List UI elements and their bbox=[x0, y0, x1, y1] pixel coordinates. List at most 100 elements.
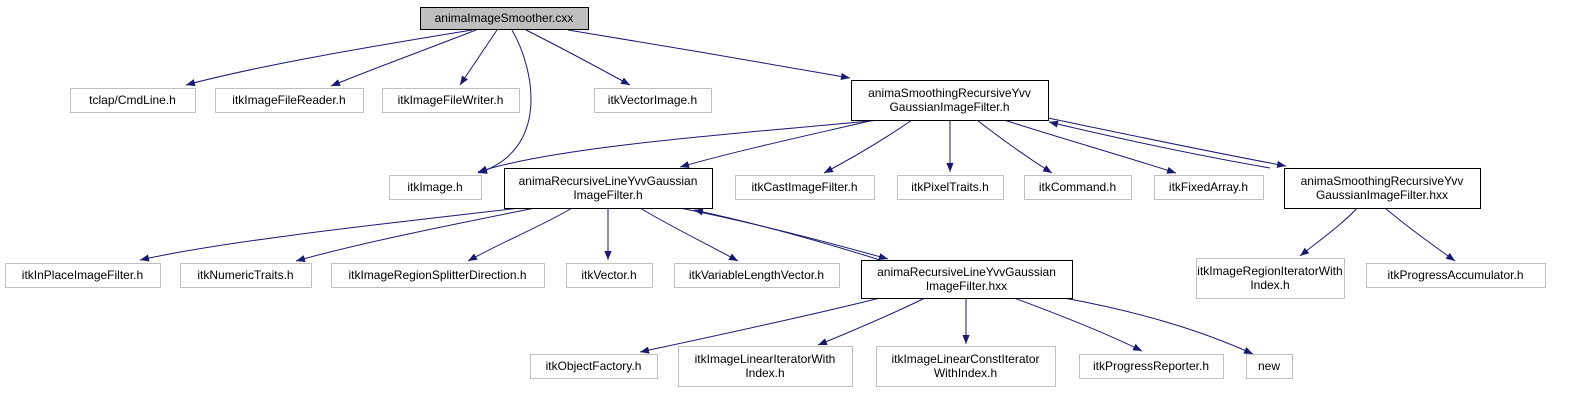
node-label: animaImageSmoother.cxx bbox=[435, 11, 574, 25]
node-new: new bbox=[1246, 354, 1293, 379]
edge-smooth_h-to-smooth_hxx bbox=[1047, 117, 1287, 168]
edges bbox=[139, 29, 1456, 355]
edge-line_h-to-varlen bbox=[639, 207, 739, 262]
node-box bbox=[674, 263, 840, 288]
node-label: animaRecursiveLineYvvGaussian bbox=[519, 174, 698, 188]
node-box bbox=[594, 88, 712, 113]
node-label: Index.h bbox=[1250, 278, 1289, 292]
node-writer: itkImageFileWriter.h bbox=[382, 88, 520, 113]
edge-smooth_hxx-to-regioniter bbox=[1299, 207, 1358, 257]
node-box bbox=[1154, 175, 1264, 200]
node-label: itkVectorImage.h bbox=[608, 93, 697, 107]
node-label: GaussianImageFilter.hxx bbox=[1316, 188, 1448, 202]
edge-root-to-writer bbox=[459, 29, 498, 86]
node-label: ImageFilter.h bbox=[573, 188, 642, 202]
edge-line_h-to-numtraits bbox=[295, 207, 536, 263]
edge-smooth_h-to-line_h bbox=[679, 119, 875, 169]
node-box bbox=[861, 260, 1073, 299]
node-box bbox=[1246, 354, 1293, 379]
edge-line_h-to-splitter bbox=[467, 207, 573, 262]
node-label: itkImageLinearIteratorWith bbox=[695, 352, 836, 366]
node-label: itkImageRegionSplitterDirection.h bbox=[348, 268, 526, 282]
node-box bbox=[382, 88, 520, 113]
node-box bbox=[5, 263, 161, 288]
node-pixtraits: itkPixelTraits.h bbox=[897, 175, 1004, 200]
edge-smooth_hxx-to-progacc bbox=[1384, 207, 1456, 262]
edge-smooth_h-to-cast bbox=[823, 119, 913, 174]
node-box bbox=[566, 263, 653, 288]
node-box bbox=[70, 88, 196, 113]
node-label: itkObjectFactory.h bbox=[546, 359, 642, 373]
edge-smooth_h-to-image bbox=[477, 119, 881, 173]
node-box bbox=[530, 354, 658, 379]
node-image: itkImage.h bbox=[389, 175, 482, 200]
node-box bbox=[678, 346, 853, 387]
node-box bbox=[1284, 168, 1481, 209]
edge-line_hxx-to-progrep bbox=[1013, 297, 1143, 352]
node-box bbox=[1196, 258, 1345, 299]
node-label: itkImageRegionIteratorWith bbox=[1197, 264, 1342, 278]
node-box bbox=[389, 175, 482, 200]
node-box bbox=[897, 175, 1004, 200]
node-progacc: itkProgressAccumulator.h bbox=[1366, 263, 1546, 288]
node-box bbox=[504, 168, 713, 209]
node-box bbox=[735, 175, 875, 200]
node-box bbox=[876, 346, 1056, 387]
node-vector: itkVector.h bbox=[566, 263, 653, 288]
node-label: itkProgressAccumulator.h bbox=[1387, 268, 1523, 282]
node-vecimg: itkVectorImage.h bbox=[594, 88, 712, 113]
node-box bbox=[331, 263, 545, 288]
node-smooth_hxx[interactable]: animaSmoothingRecursiveYvvGaussianImageF… bbox=[1284, 168, 1481, 209]
edge-line_hxx-to-new bbox=[1063, 297, 1254, 355]
node-line_hxx[interactable]: animaRecursiveLineYvvGaussianImageFilter… bbox=[861, 260, 1073, 299]
node-line_h[interactable]: animaRecursiveLineYvvGaussianImageFilter… bbox=[504, 168, 713, 209]
edge-root-to-vecimg bbox=[525, 29, 631, 86]
node-box bbox=[180, 263, 312, 288]
node-label: new bbox=[1258, 359, 1280, 373]
node-label: ImageFilter.hxx bbox=[926, 279, 1007, 293]
node-reader: itkImageFileReader.h bbox=[215, 88, 364, 113]
node-progrep: itkProgressReporter.h bbox=[1079, 354, 1224, 379]
node-label: itkCastImageFilter.h bbox=[751, 180, 857, 194]
node-box bbox=[1366, 263, 1546, 288]
node-label: itkPixelTraits.h bbox=[911, 180, 989, 194]
edge-smooth_h-to-command bbox=[976, 119, 1053, 174]
node-box bbox=[215, 88, 364, 113]
node-box bbox=[1024, 175, 1132, 200]
edge-root-to-reader bbox=[330, 29, 477, 87]
edge-line_hxx-to-lineariter bbox=[817, 297, 926, 346]
node-label: itkInPlaceImageFilter.h bbox=[22, 268, 143, 282]
edge-smooth_h-to-fixedarr bbox=[1003, 119, 1177, 174]
node-label: animaSmoothingRecursiveYvv bbox=[1301, 174, 1464, 188]
node-box bbox=[851, 80, 1049, 121]
node-label: itkImage.h bbox=[407, 180, 462, 194]
node-label: itkImageFileWriter.h bbox=[398, 93, 504, 107]
node-label: itkNumericTraits.h bbox=[197, 268, 293, 282]
node-label: animaRecursiveLineYvvGaussian bbox=[877, 265, 1056, 279]
edge-smooth_hxx-to-smooth_h bbox=[1048, 120, 1271, 169]
edge-line_hxx-to-line_h bbox=[693, 208, 881, 261]
node-inplace: itkInPlaceImageFilter.h bbox=[5, 263, 161, 288]
node-root[interactable]: animaImageSmoother.cxx bbox=[420, 7, 589, 30]
node-label: itkProgressReporter.h bbox=[1093, 359, 1209, 373]
node-box bbox=[420, 7, 589, 30]
node-label: itkImageFileReader.h bbox=[232, 93, 345, 107]
edge-line_h-to-inplace bbox=[139, 207, 521, 262]
edge-root-to-smooth_h bbox=[567, 29, 851, 80]
node-label: WithIndex.h bbox=[934, 366, 997, 380]
node-label: itkCommand.h bbox=[1039, 180, 1116, 194]
edge-root-to-cmdline bbox=[185, 29, 473, 87]
node-objfactory: itkObjectFactory.h bbox=[530, 354, 658, 379]
edge-root-to-image bbox=[477, 29, 532, 174]
node-label: itkFixedArray.h bbox=[1169, 180, 1248, 194]
edge-line_hxx-to-objfactory bbox=[639, 297, 881, 354]
node-label: itkVariableLengthVector.h bbox=[689, 268, 824, 282]
node-varlen: itkVariableLengthVector.h bbox=[674, 263, 840, 288]
node-numtraits: itkNumericTraits.h bbox=[180, 263, 312, 288]
node-smooth_h[interactable]: animaSmoothingRecursiveYvvGaussianImageF… bbox=[851, 80, 1049, 121]
node-cmdline: tclap/CmdLine.h bbox=[70, 88, 196, 113]
node-label: GaussianImageFilter.h bbox=[889, 100, 1009, 114]
